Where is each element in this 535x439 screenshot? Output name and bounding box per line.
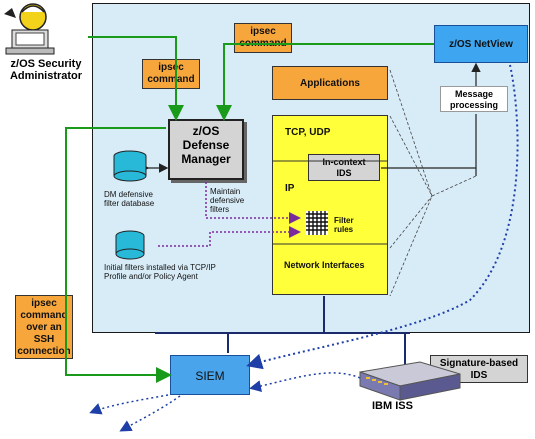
tcpip-stack bbox=[272, 115, 388, 295]
maintain-line2: defensive bbox=[210, 196, 245, 205]
siem-box: SIEM bbox=[170, 355, 250, 395]
ibm-iss-label: IBM ISS bbox=[372, 400, 413, 412]
dm-db-line1: DM defensive bbox=[104, 190, 153, 199]
defense-manager-line3: Manager bbox=[181, 152, 231, 166]
dotted-dm-to-filter bbox=[205, 182, 301, 224]
ipsec-ssh-line5: connection bbox=[17, 346, 71, 357]
maintain-line3: filters bbox=[210, 205, 230, 214]
admin-label-line2: Administrator bbox=[9, 70, 83, 82]
defense-manager-line1: z/OS bbox=[192, 124, 220, 138]
signature-ids-line2: IDS bbox=[470, 370, 488, 381]
ipsec-ssh-line4: SSH bbox=[33, 334, 55, 345]
tcp-udp-label: TCP, UDP bbox=[285, 127, 331, 138]
bracket-lines bbox=[389, 69, 477, 297]
ipsec-ssh-box: ipsec command over an SSH connection bbox=[15, 295, 73, 359]
administrator-label: z/OS Security Administrator bbox=[2, 58, 90, 82]
dm-db-line2: filter database bbox=[104, 199, 155, 208]
administrator-icon bbox=[0, 0, 60, 56]
maintain-line1: Maintain bbox=[210, 187, 241, 196]
dotted-out-1 bbox=[89, 394, 169, 415]
ipsec-ssh-line3: over an bbox=[26, 322, 62, 333]
filter-grid-icon bbox=[306, 211, 328, 235]
filter-rules-label: Filter rules bbox=[334, 216, 354, 234]
green-line-admin-to-dm bbox=[88, 36, 184, 121]
filter-rules-line2: rules bbox=[334, 225, 354, 234]
siem-label: SIEM bbox=[195, 369, 225, 383]
ipsec-top-line1: ipsec bbox=[250, 26, 276, 37]
netview-label: z/OS NetView bbox=[449, 39, 513, 50]
ibm-iss-appliance-icon bbox=[359, 361, 461, 401]
defense-manager-line2: Defense bbox=[182, 138, 230, 152]
ipsec-left-line1: ipsec bbox=[158, 62, 184, 73]
message-processing-line2: processing bbox=[449, 100, 498, 110]
network-interfaces-label: Network Interfaces bbox=[284, 260, 365, 270]
dm-database-icon bbox=[113, 150, 147, 182]
dotted-initial-to-filter bbox=[158, 226, 301, 247]
dotted-iss-to-siem bbox=[249, 372, 361, 393]
applications-box: Applications bbox=[272, 66, 388, 100]
ipsec-ssh-line2: command bbox=[20, 310, 68, 321]
defense-manager-box: z/OS Defense Manager bbox=[168, 119, 244, 180]
signature-ids-line1: Signature-based bbox=[439, 358, 519, 369]
filter-rules-line1: Filter bbox=[334, 216, 354, 225]
message-processing-line1: Message bbox=[454, 89, 494, 99]
dm-database-label: DM defensive filter database bbox=[104, 190, 154, 208]
zos-netview-box: z/OS NetView bbox=[434, 25, 528, 63]
initial-filters-database-icon bbox=[115, 230, 145, 260]
initial-filters-line1: Initial filters installed via TCP/IP bbox=[104, 263, 216, 272]
network-bus bbox=[155, 296, 410, 365]
applications-label: Applications bbox=[299, 78, 360, 89]
in-context-ids-box: In-context IDS bbox=[308, 154, 380, 181]
ipsec-left-line2: command bbox=[147, 74, 195, 85]
initial-filters-line2: Profile and/or Policy Agent bbox=[104, 272, 198, 281]
ipsec-command-left-box: ipsec command bbox=[142, 59, 200, 89]
ip-label: IP bbox=[285, 183, 295, 194]
in-context-ids-line2: IDS bbox=[336, 168, 352, 178]
maintain-filters-label: Maintain defensive filters bbox=[210, 187, 244, 214]
signature-ids-box: Signature-based IDS bbox=[430, 355, 528, 383]
green-line-top-ipsec bbox=[216, 43, 434, 121]
dotted-netview-to-siem bbox=[246, 64, 519, 370]
green-line-ssh bbox=[65, 127, 172, 383]
message-processing-box: Message processing bbox=[440, 86, 508, 112]
initial-filters-label: Initial filters installed via TCP/IP Pro… bbox=[104, 263, 216, 281]
in-context-ids-line1: In-context bbox=[322, 157, 366, 167]
admin-label-line1: z/OS Security bbox=[10, 58, 82, 70]
ipsec-ssh-line1: ipsec bbox=[31, 298, 57, 309]
dotted-out-2 bbox=[119, 395, 181, 432]
